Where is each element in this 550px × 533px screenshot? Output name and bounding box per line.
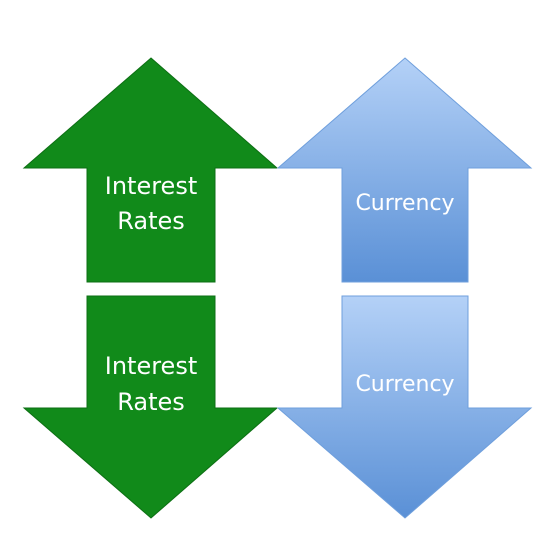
currency-down-arrow: Currency	[276, 295, 533, 519]
interest-rates-down-label-line1: Interest	[105, 352, 197, 380]
currency-up-arrow-shape	[276, 57, 533, 283]
interest-rates-up-label-line1: Interest	[105, 172, 197, 200]
interest-rates-down-arrow-shape	[22, 295, 279, 519]
interest-rates-down-arrow: Interest Rates	[22, 295, 279, 519]
currency-up-label: Currency	[355, 191, 454, 216]
interest-rates-up-label-line2: Rates	[117, 207, 185, 235]
currency-up-arrow: Currency	[276, 57, 533, 283]
interest-rates-down-label-line2: Rates	[117, 388, 185, 416]
currency-down-arrow-shape	[276, 295, 533, 519]
currency-down-label: Currency	[355, 372, 454, 397]
interest-rates-up-arrow: Interest Rates	[22, 57, 279, 283]
interest-rates-up-arrow-shape	[22, 57, 279, 283]
